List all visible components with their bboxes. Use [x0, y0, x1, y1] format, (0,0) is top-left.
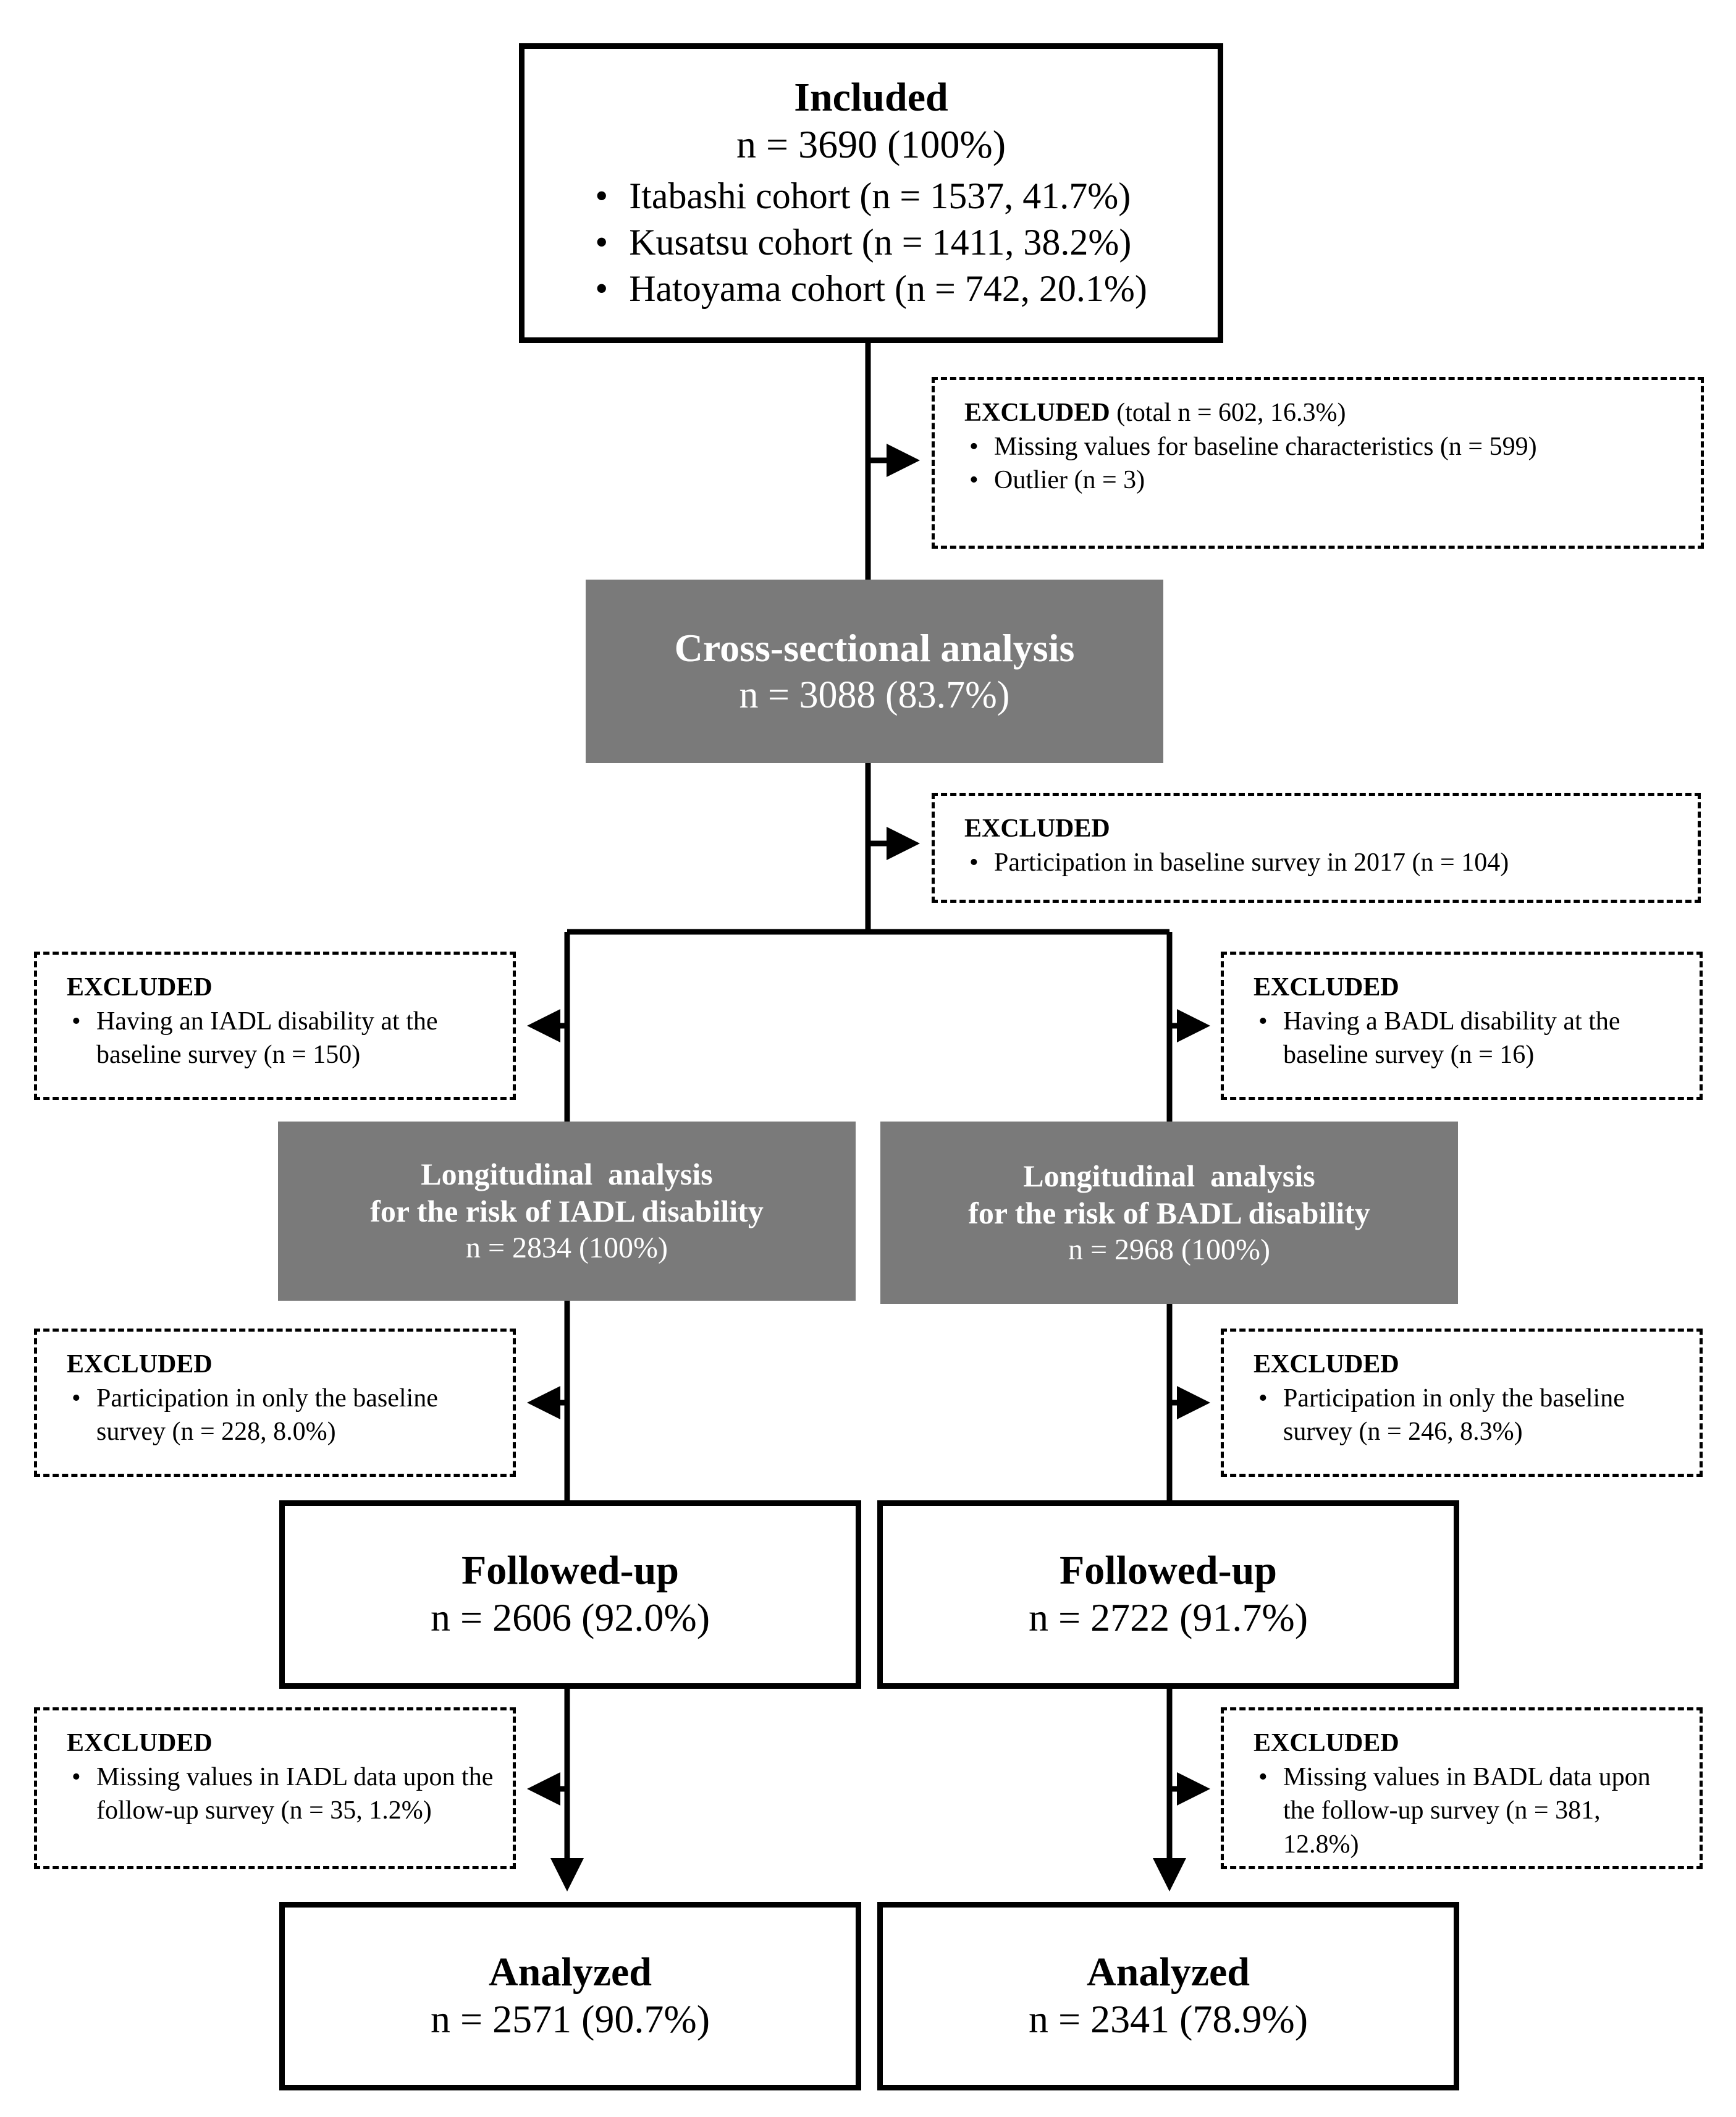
longitudinal-badl-box: Longitudinal analysis for the risk of BA…: [880, 1122, 1458, 1304]
longitudinal-iadl-box: Longitudinal analysis for the risk of IA…: [278, 1122, 856, 1301]
cross-sectional-n: n = 3088 (83.7%): [739, 674, 1010, 716]
followed-up-badl-n: n = 2722 (91.7%): [1028, 1595, 1308, 1640]
excluded-item: Participation in only the baseline surve…: [67, 1382, 494, 1449]
followed-up-iadl-box: Followed-up n = 2606 (92.0%): [279, 1500, 861, 1689]
longitudinal-badl-title-line2: for the risk of BADL disability: [968, 1195, 1370, 1230]
analyzed-badl-box: Analyzed n = 2341 (78.9%): [877, 1902, 1459, 2090]
cohort-list: Itabashi cohort (n = 1537, 41.7%) Kusats…: [595, 173, 1147, 312]
excluded-badl-baseline-box: EXCLUDED Having a BADL disability at the…: [1221, 952, 1703, 1100]
excluded-item: Missing values in IADL data upon the fol…: [67, 1760, 494, 1828]
cohort-item: Kusatsu cohort (n = 1411, 38.2%): [595, 219, 1147, 266]
followed-up-iadl-title: Followed-up: [461, 1548, 680, 1594]
cross-sectional-title: Cross-sectional analysis: [674, 625, 1075, 670]
longitudinal-iadl-n: n = 2834 (100%): [465, 1232, 668, 1264]
excluded-2017-box: EXCLUDED Participation in baseline surve…: [932, 793, 1701, 903]
cross-sectional-box: Cross-sectional analysis n = 3088 (83.7%…: [586, 580, 1163, 763]
included-title: Included: [794, 74, 948, 120]
excluded-title: EXCLUDED: [964, 399, 1110, 427]
included-n: n = 3690 (100%): [736, 122, 1006, 166]
excluded-item: Missing values for baseline characterist…: [964, 430, 1682, 464]
excluded-item: Having a BADL disability at the baseline…: [1254, 1005, 1681, 1072]
analyzed-iadl-title: Analyzed: [489, 1950, 652, 1995]
followed-up-badl-box: Followed-up n = 2722 (91.7%): [877, 1500, 1459, 1689]
excluded-title: EXCLUDED: [67, 973, 213, 1002]
excluded-badl-followup-box: EXCLUDED Participation in only the basel…: [1221, 1329, 1703, 1477]
longitudinal-iadl-title-line1: Longitudinal analysis: [421, 1157, 713, 1191]
followed-up-iadl-n: n = 2606 (92.0%): [430, 1595, 710, 1640]
longitudinal-badl-n: n = 2968 (100%): [1068, 1233, 1271, 1266]
longitudinal-iadl-title-line2: for the risk of IADL disability: [370, 1194, 764, 1228]
excluded-title: EXCLUDED: [1254, 1729, 1399, 1757]
longitudinal-badl-title-line1: Longitudinal analysis: [1023, 1158, 1315, 1193]
excluded-item: Having an IADL disability at the baselin…: [67, 1005, 494, 1072]
excluded-item: Missing values in BADL data upon the fol…: [1254, 1760, 1681, 1862]
followed-up-badl-title: Followed-up: [1059, 1548, 1278, 1594]
excluded-item: Outlier (n = 3): [964, 463, 1682, 497]
excluded-badl-missing-box: EXCLUDED Missing values in BADL data upo…: [1221, 1707, 1703, 1869]
included-box: Included n = 3690 (100%) Itabashi cohort…: [519, 43, 1223, 343]
excluded-iadl-missing-box: EXCLUDED Missing values in IADL data upo…: [34, 1707, 516, 1869]
excluded-title: EXCLUDED: [67, 1350, 213, 1379]
excluded-title: EXCLUDED: [1254, 973, 1399, 1002]
cohort-item: Itabashi cohort (n = 1537, 41.7%): [595, 173, 1147, 219]
excluded-total: (total n = 602, 16.3%): [1116, 399, 1346, 427]
analyzed-iadl-n: n = 2571 (90.7%): [430, 1997, 710, 2042]
excluded-iadl-baseline-box: EXCLUDED Having an IADL disability at th…: [34, 952, 516, 1100]
analyzed-badl-n: n = 2341 (78.9%): [1028, 1997, 1308, 2042]
cohort-item: Hatoyama cohort (n = 742, 20.1%): [595, 266, 1147, 312]
excluded-item: Participation in only the baseline surve…: [1254, 1382, 1681, 1449]
analyzed-badl-title: Analyzed: [1087, 1950, 1250, 1995]
excluded-baseline-characteristics-box: EXCLUDED (total n = 602, 16.3%) Missing …: [932, 377, 1704, 549]
excluded-title: EXCLUDED: [1254, 1350, 1399, 1379]
analyzed-iadl-box: Analyzed n = 2571 (90.7%): [279, 1902, 861, 2090]
excluded-title: EXCLUDED: [67, 1729, 213, 1757]
excluded-title: EXCLUDED: [964, 814, 1110, 843]
excluded-iadl-followup-box: EXCLUDED Participation in only the basel…: [34, 1329, 516, 1477]
excluded-item: Participation in baseline survey in 2017…: [964, 846, 1679, 880]
